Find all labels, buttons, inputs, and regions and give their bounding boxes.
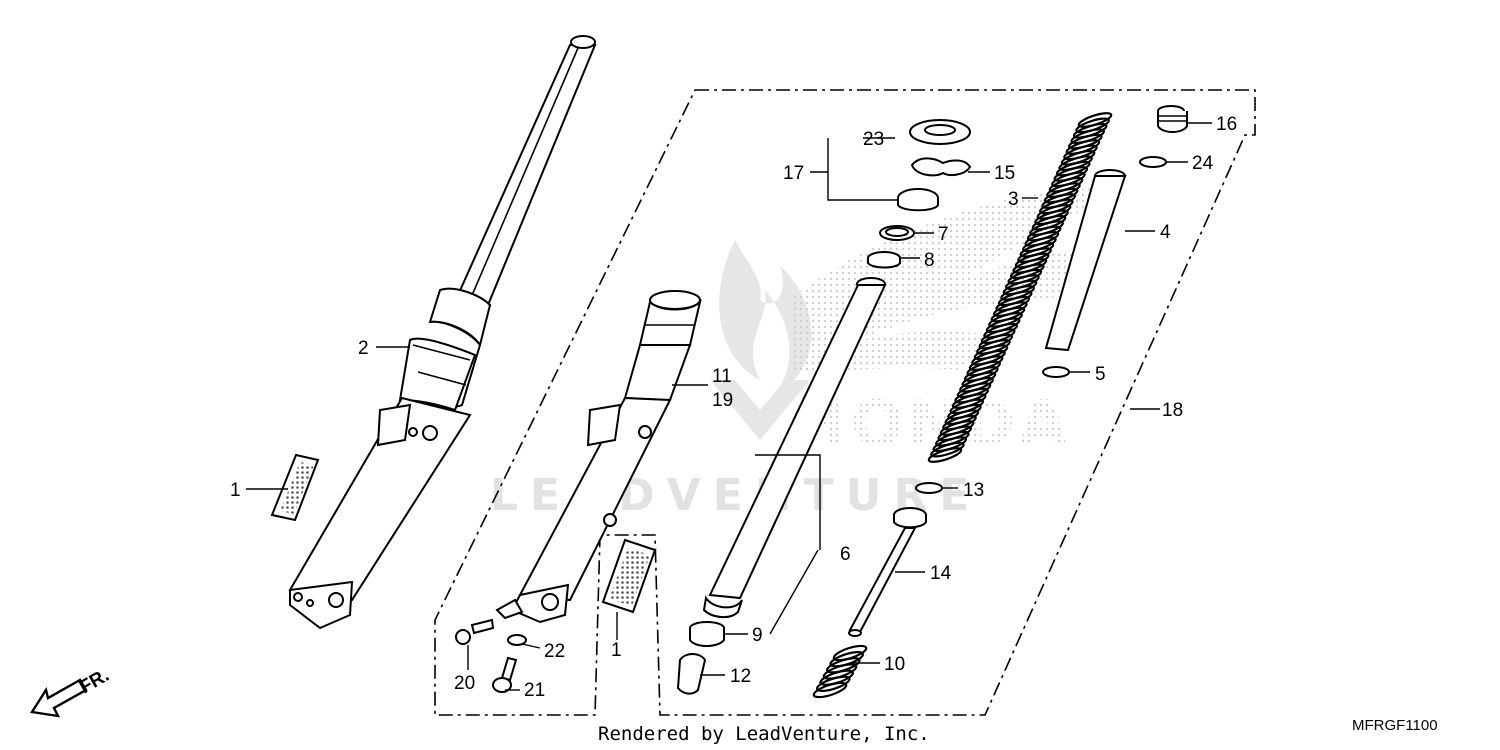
render-credit: Rendered by LeadVenture, Inc. [598,723,930,745]
diagram-code: MFRGF1100 [1352,717,1438,734]
callout-7: 7 [938,224,949,245]
dust-seal-23 [909,119,971,145]
callout-22: 22 [544,641,565,662]
spring-coil [812,681,848,699]
back-up-ring-7 [879,225,915,241]
callout-15: 15 [994,163,1015,184]
o-ring-24 [1139,156,1167,168]
callout-23: 23 [863,129,884,150]
callout-labels: 1 2 3 4 5 6 7 8 9 10 11 12 13 14 15 16 1… [230,114,1237,701]
clip-15 [910,157,972,177]
rebound-spring-10 [812,644,868,699]
inner-parts-boundary [434,89,1256,716]
reflector-middle [601,538,657,614]
callout-3: 3 [1008,189,1019,210]
spring-seat-5 [1042,366,1070,378]
callout-2: 2 [358,338,369,359]
callout-14: 14 [930,563,952,584]
leader-lines [246,122,1212,691]
reflector-left [270,453,320,522]
guide-bushing-8 [867,251,901,269]
fork-bolt-16 [1157,105,1188,133]
fork-assembly-left [288,35,597,630]
callout-17: 17 [783,163,804,184]
arrow-front-icon [30,678,88,718]
callout-18: 18 [1162,400,1183,421]
callout-16: 16 [1216,114,1237,135]
callout-4: 4 [1160,222,1171,243]
callout-11: 11 [712,366,732,387]
callout-1-middle: 1 [611,640,622,661]
callout-21: 21 [524,680,545,701]
honda-logo-watermark: HONDA [790,185,1120,460]
callout-12: 12 [730,666,751,687]
bolt-21 [492,656,518,693]
piston-rod-14 [848,507,927,637]
spring-coil [930,441,965,458]
callout-8: 8 [924,250,935,271]
bushing-9 [689,621,725,647]
callout-6: 6 [840,544,851,565]
callout-1-left: 1 [230,480,241,501]
spring-collar-4 [1044,169,1127,352]
leadventure-watermark: LEADVENTURE [490,240,969,521]
lock-piece-12 [676,653,707,695]
bolt-20 [455,618,495,645]
outer-tube-middle [495,290,702,624]
callout-19: 19 [712,390,733,411]
fork-spring-3 [927,112,1113,463]
callout-13: 13 [963,480,984,501]
callout-24: 24 [1192,153,1214,174]
callout-10: 10 [884,654,905,675]
oil-seal-17 [897,188,939,212]
snap-ring-13 [915,482,943,494]
spring-coil [815,675,851,692]
honda-wordmark: HONDA [795,387,1071,460]
spring-coil [927,447,963,463]
front-direction-marker: FR. [30,665,113,718]
callout-5: 5 [1095,364,1106,385]
callout-9: 9 [752,625,763,646]
washer-22 [507,634,527,646]
callout-20: 20 [454,673,475,694]
fork-pipe-6 [702,277,887,618]
